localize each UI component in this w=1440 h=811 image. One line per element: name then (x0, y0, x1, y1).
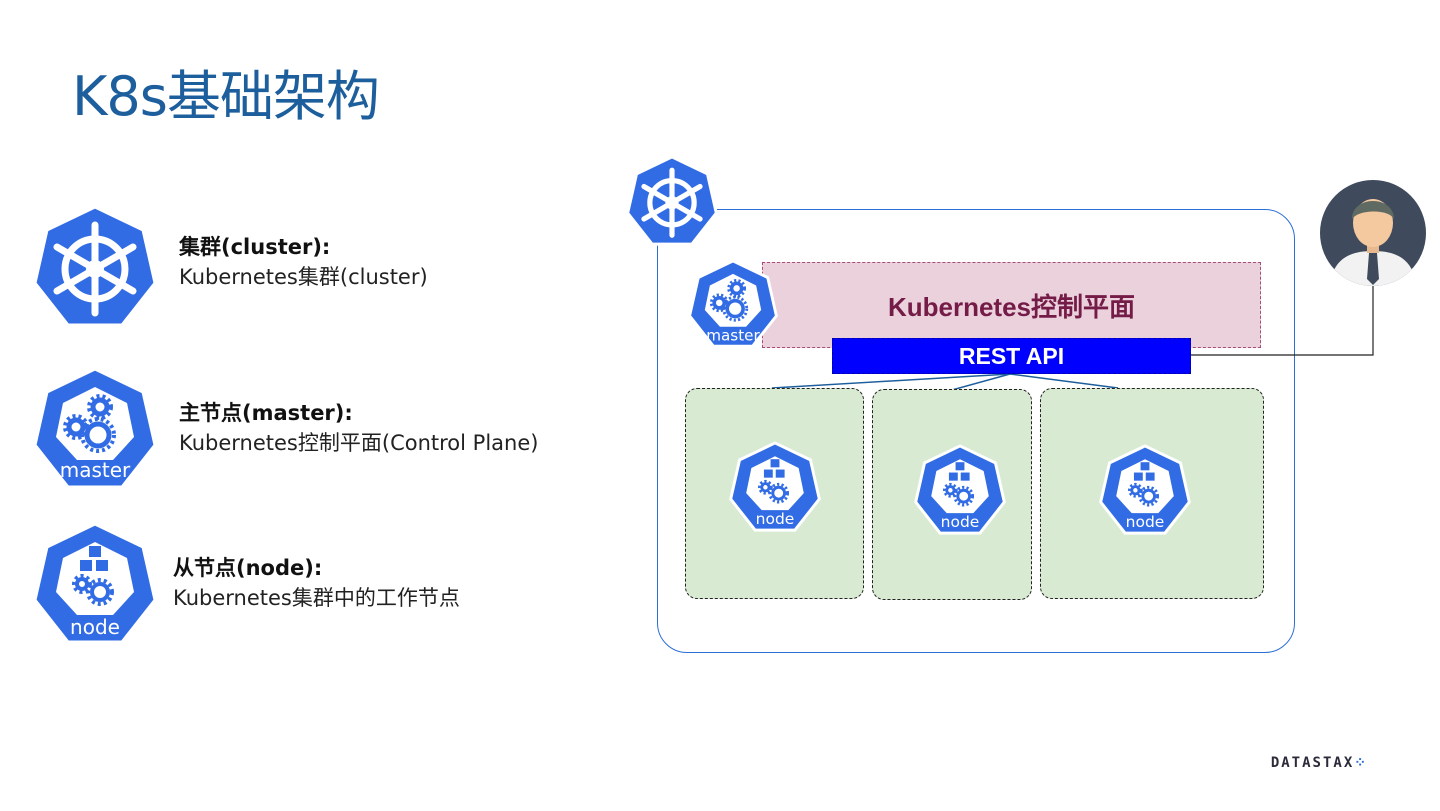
legend-cluster-description: Kubernetes集群(cluster) (179, 265, 428, 289)
brand-text: DATASTAX (1270, 755, 1355, 771)
kubernetes-helm-icon (33, 205, 157, 327)
node-icon: node (914, 444, 1006, 535)
legend-master-description: Kubernetes控制平面(Control Plane) (179, 431, 539, 455)
rest-api-label: REST API (958, 342, 1065, 369)
cluster-helm-icon (626, 155, 718, 246)
node-label: node (756, 510, 795, 528)
datastax-logo: DATASTAX⁘ (1270, 755, 1368, 771)
legend-node-heading: 从节点(node): (173, 556, 323, 580)
control-plane-box: Kubernetes控制平面 (762, 262, 1261, 348)
node-icon: node (1099, 444, 1191, 535)
diagram-master-label: master (706, 326, 760, 344)
legend-cluster-heading: 集群(cluster): (179, 235, 331, 259)
node-icon: node (729, 441, 821, 532)
legend-master-heading: 主节点(master): (179, 401, 353, 425)
page-title: K8s基础架构 (72, 65, 380, 128)
user-avatar-icon (1320, 180, 1426, 286)
kubernetes-master-icon: master (33, 367, 157, 489)
rest-api-box: REST API (832, 338, 1191, 374)
cluster-boundary (657, 209, 1295, 653)
control-plane-label: Kubernetes控制平面 (887, 291, 1136, 322)
diagram-master-icon: master (688, 259, 778, 348)
master-icon-label: master (60, 458, 131, 482)
legend-node-description: Kubernetes集群中的工作节点 (173, 586, 460, 610)
node-label: node (1126, 513, 1165, 531)
node-icon-label: node (70, 615, 120, 639)
kubernetes-node-icon: node (33, 522, 157, 644)
node-label: node (941, 513, 980, 531)
